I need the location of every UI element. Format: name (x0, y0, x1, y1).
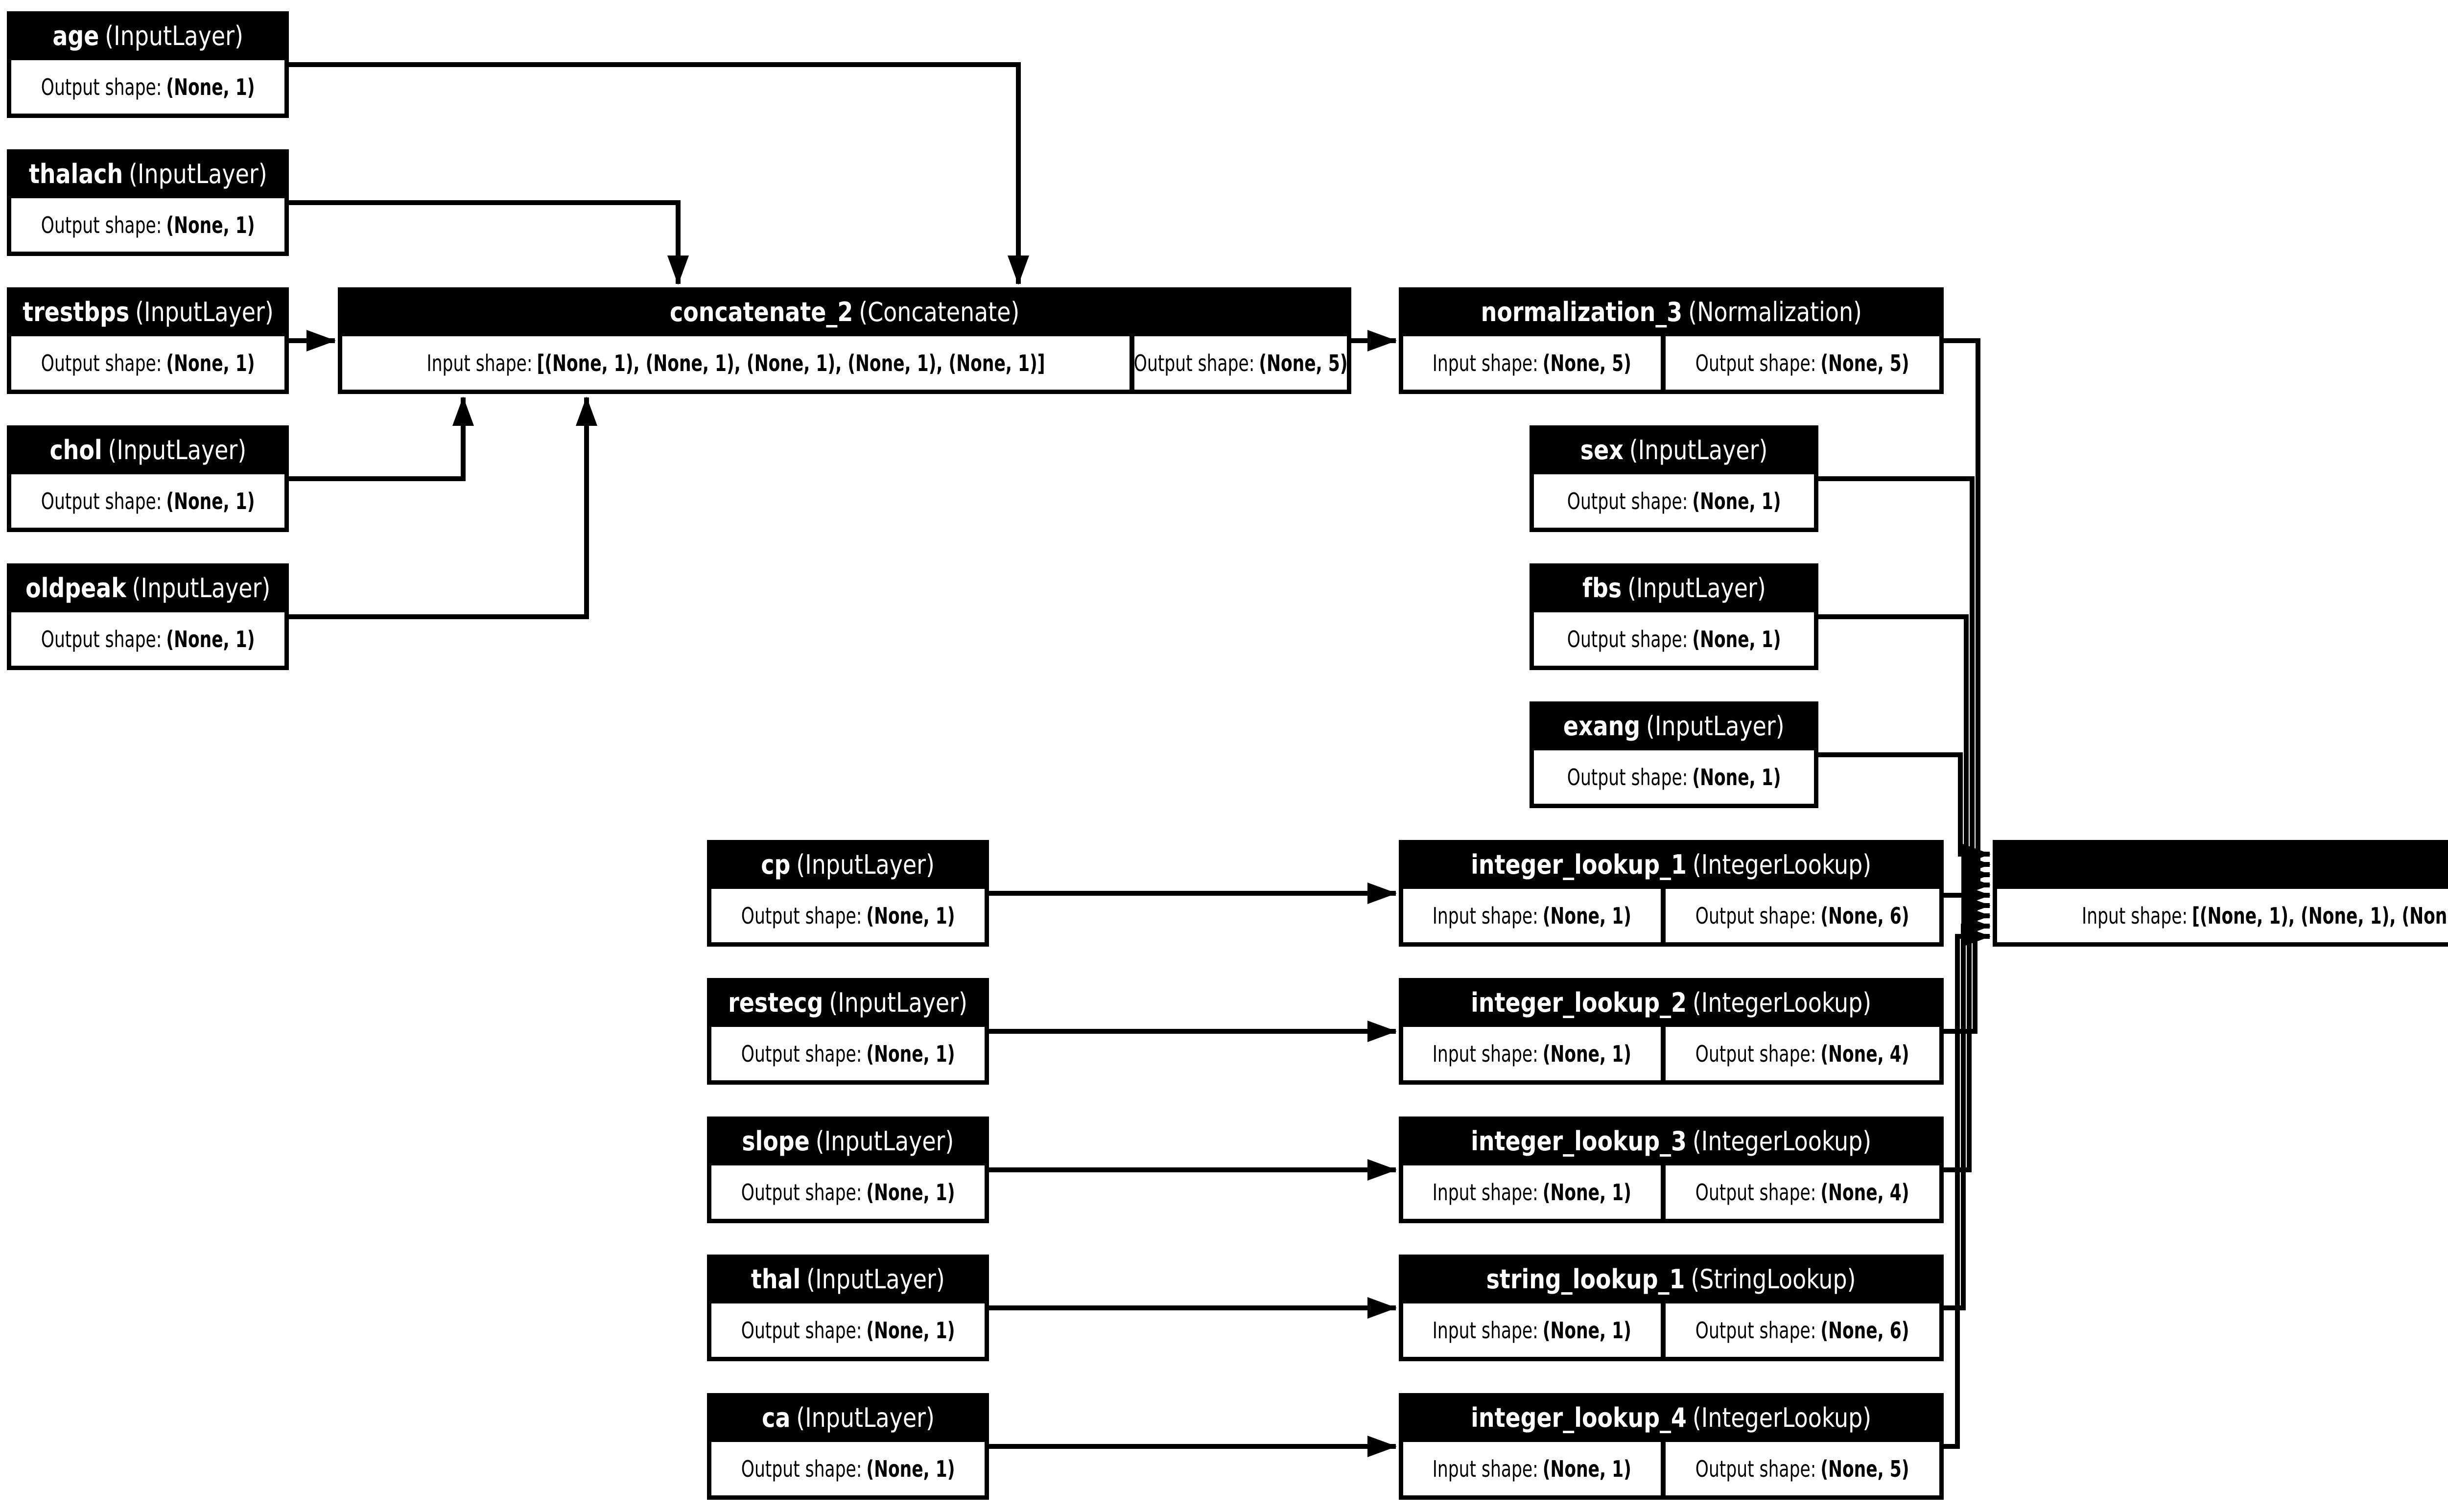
edge-exang-to-concatenate_3 (1818, 752, 1991, 865)
node-slope-title: slope(InputLayer) (742, 1125, 954, 1157)
edge-oldpeak-to-concatenate_2 (289, 396, 597, 619)
node-ca-output-cell: Output shape:(None, 1) (711, 1442, 985, 1495)
node-trestbps-title: trestbps(InputLayer) (22, 296, 274, 327)
node-cp-title: cp(InputLayer) (761, 849, 935, 880)
node-integer_lookup_2-output-cell: Output shape:(None, 4) (1665, 1027, 1939, 1080)
node-trestbps-output-cell: Output shape:(None, 1) (11, 336, 284, 390)
node-trestbps: trestbps(InputLayer) Output shape:(None,… (7, 287, 289, 394)
edge-chol-to-concatenate_2 (289, 396, 474, 481)
node-string_lookup_1-output-cell: Output shape:(None, 6) (1665, 1303, 1939, 1357)
node-fbs: fbs(InputLayer) Output shape:(None, 1) (1530, 563, 1818, 670)
node-ca: ca(InputLayer) Output shape:(None, 1) (707, 1393, 989, 1500)
node-integer_lookup_2: integer_lookup_2(IntegerLookup) Input sh… (1399, 978, 1944, 1085)
edge-integer_lookup_4-to-concatenate_3 (1944, 926, 1991, 1449)
node-integer_lookup_4-output-cell: Output shape:(None, 5) (1665, 1442, 1939, 1495)
node-age-title: age(InputLayer) (52, 20, 243, 51)
node-fbs-title: fbs(InputLayer) (1582, 572, 1766, 604)
node-string_lookup_1-input-cell: Input shape:(None, 1) (1403, 1303, 1661, 1357)
node-chol-output-cell: Output shape:(None, 1) (11, 474, 284, 528)
node-oldpeak-title: oldpeak(InputLayer) (25, 572, 271, 604)
node-normalization_3-title: normalization_3(Normalization) (1481, 296, 1862, 327)
node-concatenate_2-title: concatenate_2(Concatenate) (669, 296, 1020, 327)
node-thal: thal(InputLayer) Output shape:(None, 1) (707, 1255, 989, 1361)
node-sex: sex(InputLayer) Output shape:(None, 1) (1530, 425, 1818, 532)
node-integer_lookup_1-title: integer_lookup_1(IntegerLookup) (1471, 849, 1872, 880)
node-ca-title: ca(InputLayer) (761, 1402, 935, 1433)
node-cp-output-cell: Output shape:(None, 1) (711, 889, 985, 942)
node-oldpeak-output-cell: Output shape:(None, 1) (11, 612, 284, 666)
node-restecg-output-cell: Output shape:(None, 1) (711, 1027, 985, 1080)
node-integer_lookup_1-output-cell: Output shape:(None, 6) (1665, 889, 1939, 942)
node-thal-title: thal(InputLayer) (751, 1263, 945, 1295)
node-string_lookup_1-title: string_lookup_1(StringLookup) (1486, 1263, 1856, 1295)
node-slope: slope(InputLayer) Output shape:(None, 1) (707, 1117, 989, 1223)
node-concatenate_3-input-cell: Input shape:[(None, 1), (None, 1), (None… (1997, 889, 2448, 942)
node-exang-output-cell: Output shape:(None, 1) (1534, 750, 1814, 804)
node-chol: chol(InputLayer) Output shape:(None, 1) (7, 425, 289, 532)
node-oldpeak: oldpeak(InputLayer) Output shape:(None, … (7, 563, 289, 670)
node-chol-title: chol(InputLayer) (49, 434, 246, 465)
node-restecg-title: restecg(InputLayer) (728, 987, 968, 1018)
edge-age-to-concatenate_2 (289, 62, 1029, 285)
node-concatenate_3-title: concatenate_3(Concatenate) (1997, 840, 2448, 889)
node-thalach-output-cell: Output shape:(None, 1) (11, 198, 284, 252)
edge-integer_lookup_3-to-concatenate_3 (1944, 905, 1991, 1172)
node-integer_lookup_3-title: integer_lookup_3(IntegerLookup) (1471, 1125, 1872, 1157)
node-integer_lookup_1-input-cell: Input shape:(None, 1) (1403, 889, 1661, 942)
node-age-output-cell: Output shape:(None, 1) (11, 60, 284, 114)
node-exang: exang(InputLayer) Output shape:(None, 1) (1530, 701, 1818, 808)
node-restecg: restecg(InputLayer) Output shape:(None, … (707, 978, 989, 1085)
node-sex-output-cell: Output shape:(None, 1) (1534, 474, 1814, 528)
node-slope-output-cell: Output shape:(None, 1) (711, 1165, 985, 1219)
node-concatenate_3: concatenate_3(Concatenate) Input shape:[… (1993, 840, 2448, 947)
node-thalach: thalach(InputLayer) Output shape:(None, … (7, 149, 289, 256)
node-fbs-output-cell: Output shape:(None, 1) (1534, 612, 1814, 666)
node-normalization_3-output-cell: Output shape:(None, 5) (1665, 336, 1939, 390)
edge-fbs-to-concatenate_3 (1818, 614, 1991, 875)
node-integer_lookup_3-input-cell: Input shape:(None, 1) (1403, 1165, 1661, 1219)
node-integer_lookup_2-input-cell: Input shape:(None, 1) (1403, 1027, 1661, 1080)
node-normalization_3-input-cell: Input shape:(None, 5) (1403, 336, 1661, 390)
node-concatenate_2-output-cell: Output shape:(None, 5) (1134, 336, 1347, 390)
node-concatenate_2: concatenate_2(Concatenate) Input shape:[… (338, 287, 1351, 394)
node-integer_lookup_4-title: integer_lookup_4(IntegerLookup) (1471, 1402, 1872, 1433)
node-sex-title: sex(InputLayer) (1580, 434, 1768, 465)
node-integer_lookup_1: integer_lookup_1(IntegerLookup) Input sh… (1399, 840, 1944, 947)
edge-thalach-to-concatenate_2 (289, 200, 689, 285)
node-integer_lookup_4: integer_lookup_4(IntegerLookup) Input sh… (1399, 1393, 1944, 1500)
node-normalization_3: normalization_3(Normalization) Input sha… (1399, 287, 1944, 394)
node-integer_lookup_3-output-cell: Output shape:(None, 4) (1665, 1165, 1939, 1219)
node-age: age(InputLayer) Output shape:(None, 1) (7, 11, 289, 118)
node-exang-title: exang(InputLayer) (1563, 710, 1785, 742)
node-thalach-title: thalach(InputLayer) (28, 158, 267, 189)
node-string_lookup_1: string_lookup_1(StringLookup) Input shap… (1399, 1255, 1944, 1361)
node-cp: cp(InputLayer) Output shape:(None, 1) (707, 840, 989, 947)
node-integer_lookup_4-input-cell: Input shape:(None, 1) (1403, 1442, 1661, 1495)
node-thal-output-cell: Output shape:(None, 1) (711, 1303, 985, 1357)
node-integer_lookup_3: integer_lookup_3(IntegerLookup) Input sh… (1399, 1117, 1944, 1223)
node-integer_lookup_2-title: integer_lookup_2(IntegerLookup) (1471, 987, 1872, 1018)
node-concatenate_2-input-cell: Input shape:[(None, 1), (None, 1), (None… (342, 336, 1130, 390)
